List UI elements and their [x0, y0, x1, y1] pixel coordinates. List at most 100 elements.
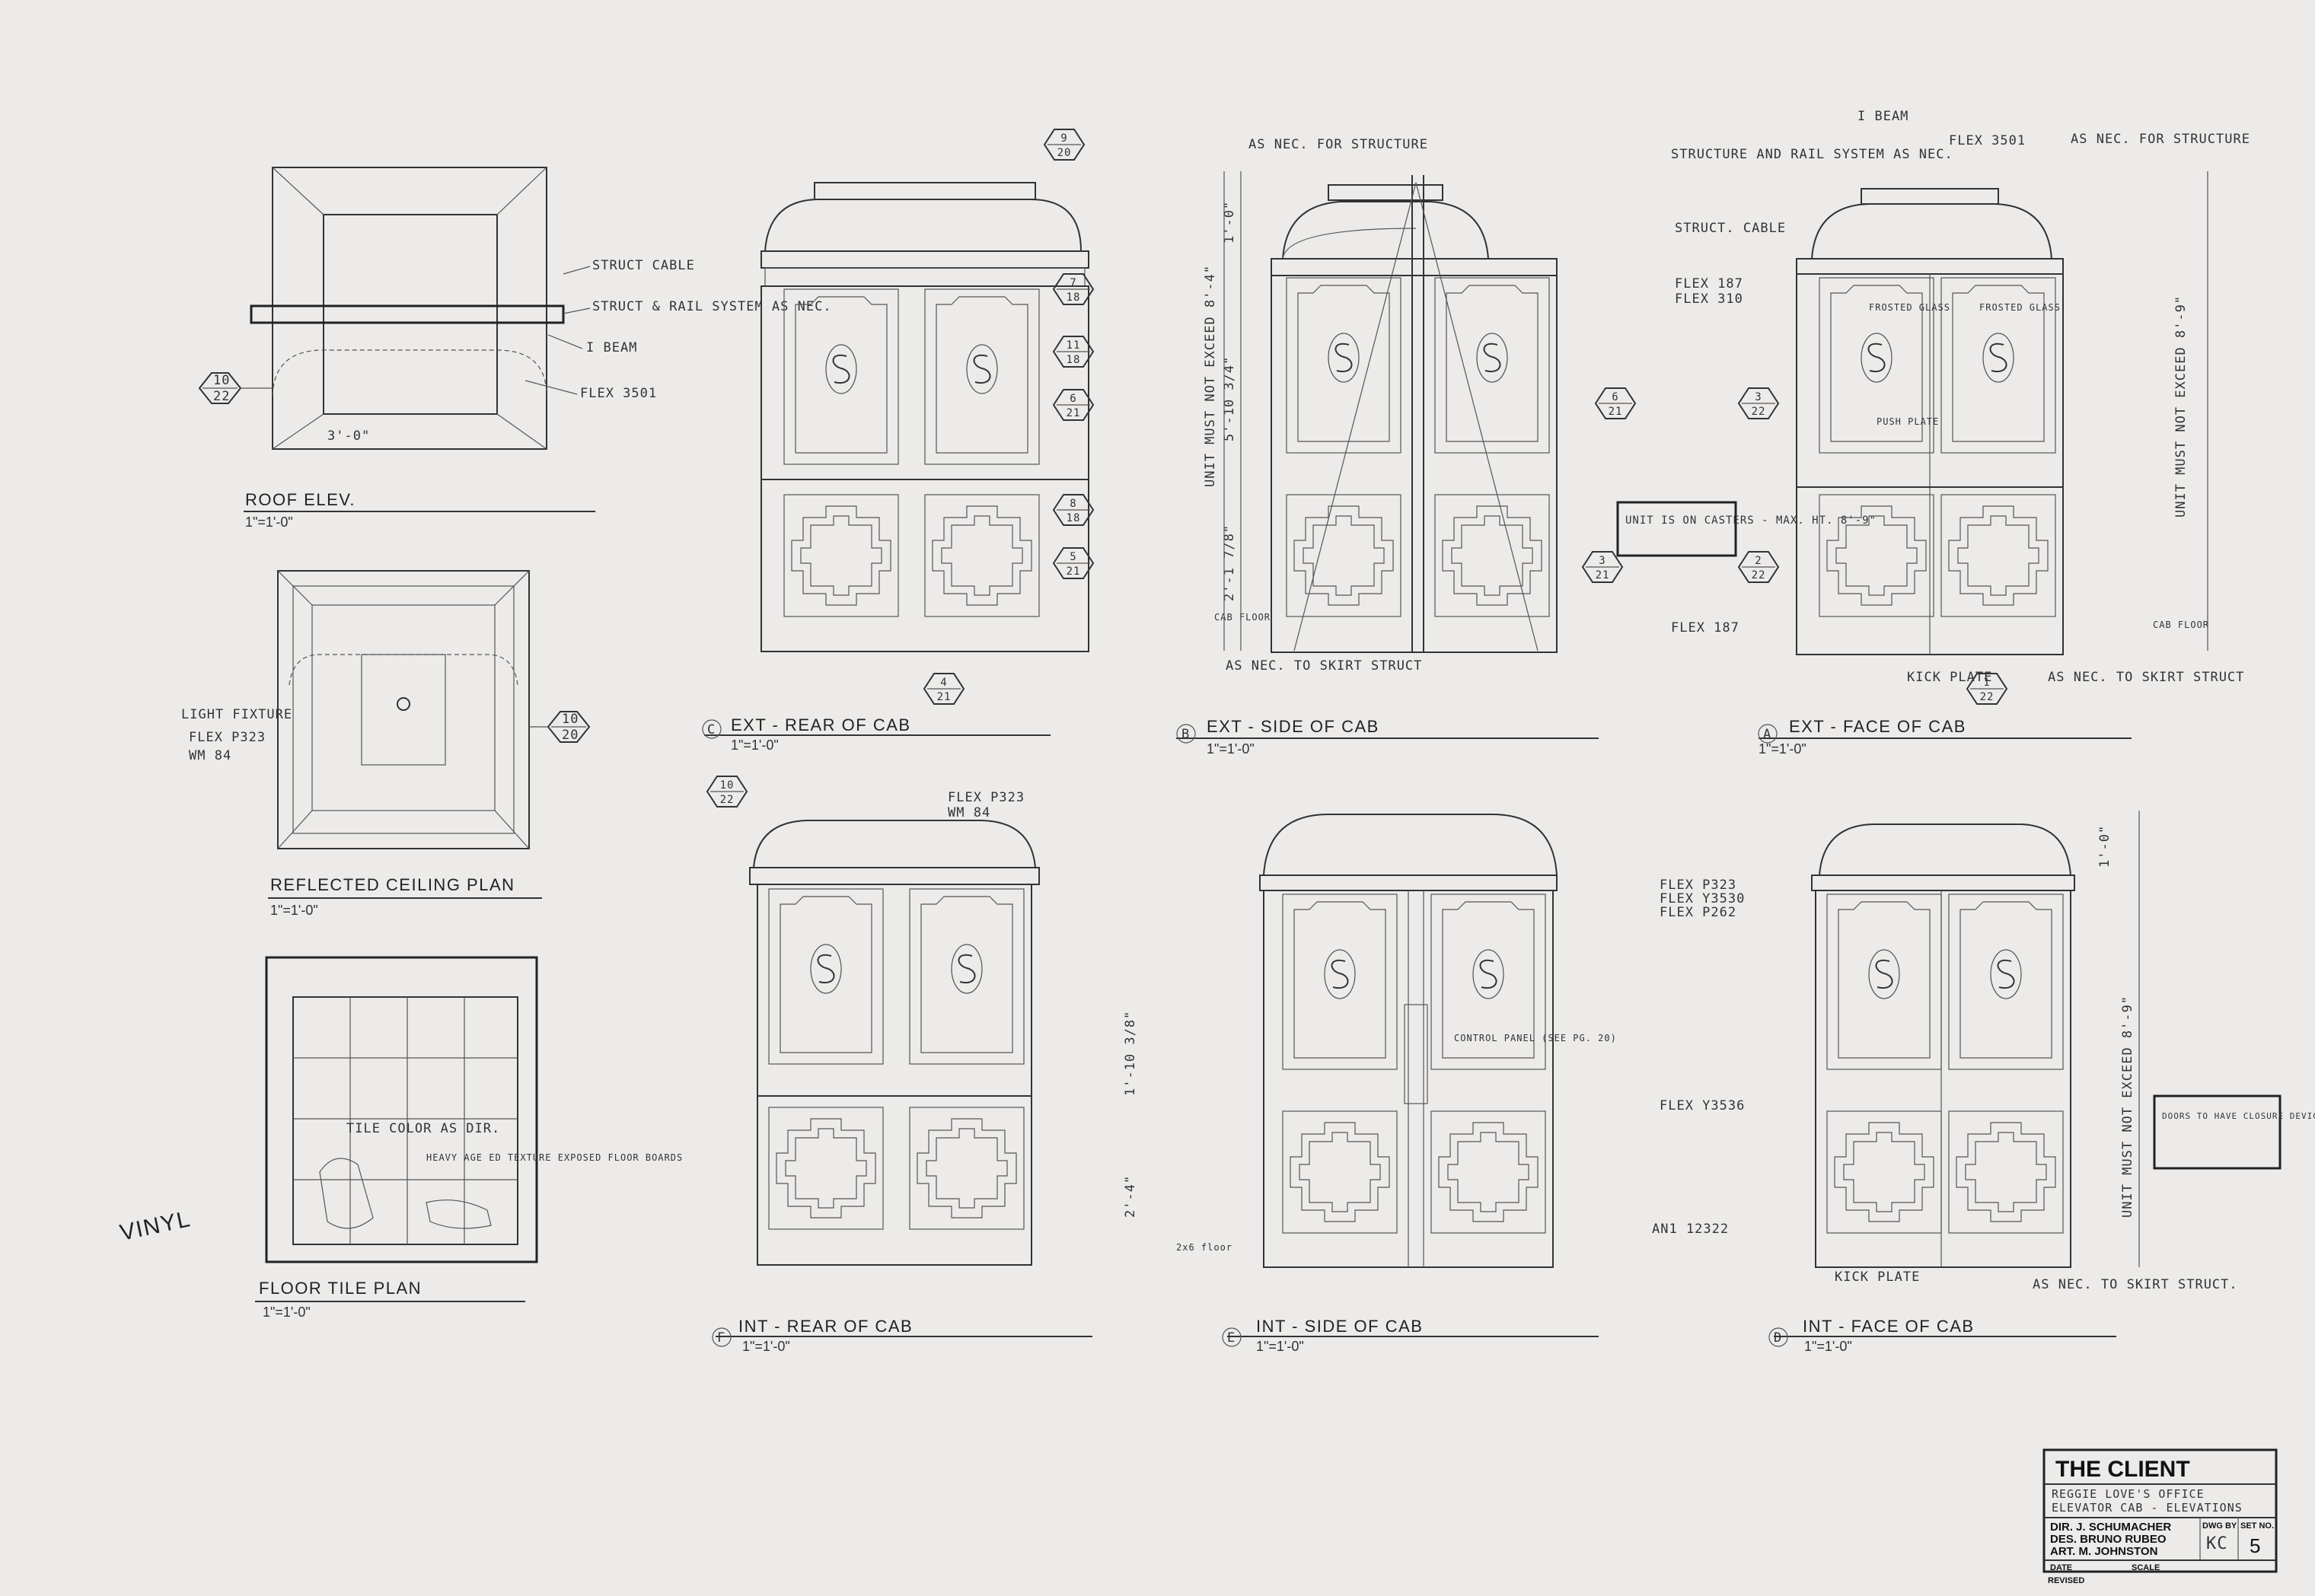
svg-text:D: D: [1774, 1330, 1782, 1346]
ext-side-label-rail: STRUCTURE AND RAIL SYSTEM AS NEC.: [1671, 147, 1953, 162]
svg-text:5: 5: [1070, 551, 1076, 563]
ceiling-scale: 1"=1'-0": [270, 903, 318, 918]
ceiling-label-flex: FLEX P323: [189, 730, 266, 745]
ext-face-label-structure: AS NEC. FOR STRUCTURE: [2071, 132, 2250, 147]
ext-side-label-skirt: AS NEC. TO SKIRT STRUCT: [1226, 658, 1422, 674]
svg-text:1: 1: [1983, 677, 1990, 689]
ext-face-scale: 1"=1'-0": [1759, 741, 1806, 757]
svg-text:10: 10: [720, 779, 735, 792]
svg-text:2: 2: [1755, 555, 1762, 567]
title-block: THE CLIENT REGGIE LOVE'S OFFICE ELEVATOR…: [2042, 1448, 2278, 1585]
int-side-label-y3536: FLEX Y3536: [1660, 1098, 1745, 1113]
detail-callout: 621: [1052, 389, 1095, 421]
svg-text:E: E: [1227, 1330, 1236, 1346]
ext-side-label-flex187b: FLEX 187: [1671, 620, 1739, 636]
ext-side-label-cab-floor: CAB FLOOR: [1214, 612, 1271, 623]
detail-callout: 321: [1581, 551, 1624, 583]
svg-text:9: 9: [1060, 132, 1067, 145]
svg-text:22: 22: [1752, 569, 1766, 581]
title-block-art: ART. M. JOHNSTON: [2050, 1545, 2157, 1558]
detail-callouts: 9207181118621818521421621321322222122102…: [706, 129, 2008, 808]
svg-text:21: 21: [1067, 407, 1081, 419]
doors-note: DOORS TO HAVE CLOSURE DEVICE OR SELF CLO…: [2153, 1094, 2315, 1170]
ceiling-label-light: LIGHT FIXTURE: [181, 707, 292, 722]
vinyl-note: VINYL: [118, 1206, 193, 1246]
svg-text:B: B: [1181, 727, 1190, 742]
title-block-company: THE CLIENT: [2055, 1457, 2190, 1482]
ceiling-title: REFLECTED CEILING PLAN: [270, 875, 515, 894]
svg-text:DOORS TO HAVE CLOSURE DEVICE O: DOORS TO HAVE CLOSURE DEVICE OR SELF CLO…: [2162, 1111, 2315, 1121]
ceiling-label-wm: WM 84: [189, 748, 231, 763]
title-block-dir: DIR. J. SCHUMACHER: [2050, 1521, 2171, 1534]
int-rear-of-cab-view: FLEX P323 WM 84 INT - REAR OF CAB 1"=1'-…: [712, 790, 1092, 1354]
ext-side-of-cab-view: AS NEC. FOR STRUCTURE STRUCTURE AND RAIL…: [1176, 137, 1953, 757]
floor-scale: 1"=1'-0": [263, 1305, 311, 1320]
svg-text:22: 22: [213, 389, 230, 404]
detail-callout: 521: [1052, 547, 1095, 579]
int-side-dim-upper: 1'-10 3/8": [1123, 1011, 1138, 1096]
int-side-scale: 1"=1'-0": [1256, 1339, 1304, 1354]
int-side-label-floor: 2x6 floor: [1176, 1242, 1232, 1253]
floor-label-tile: TILE COLOR AS DIR.: [346, 1121, 500, 1136]
ext-side-label-structure: AS NEC. FOR STRUCTURE: [1248, 137, 1428, 152]
detail-callout: 122: [1966, 673, 2008, 705]
title-block-dwg-by: KC: [2206, 1534, 2228, 1553]
svg-text:3: 3: [1599, 555, 1606, 567]
int-side-dim-lower: 2'-4": [1123, 1175, 1138, 1218]
ext-side-title: EXT - SIDE OF CAB: [1207, 717, 1379, 736]
ext-side-dim-height: UNIT MUST NOT EXCEED 8'-4": [1203, 265, 1218, 487]
detail-callout: 421: [923, 673, 965, 705]
int-side-label-p262: FLEX P262: [1660, 905, 1736, 920]
ext-rear-scale: 1"=1'-0": [731, 737, 779, 753]
title-block-line1: REGGIE LOVE'S OFFICE: [2052, 1487, 2205, 1501]
title-block-scale-label: SCALE: [2132, 1563, 2160, 1572]
svg-text:21: 21: [937, 691, 952, 703]
svg-text:11: 11: [1067, 339, 1081, 352]
int-rear-label-wm: WM 84: [948, 805, 990, 820]
detail-callout: 718: [1052, 273, 1095, 305]
roof-dim: 3'-0": [327, 428, 370, 444]
ext-face-label-kick: KICK PLATE: [1907, 670, 1992, 685]
title-block-set-no: 5: [2250, 1534, 2260, 1557]
int-side-label-an1: AN1 12322: [1652, 1222, 1729, 1237]
title-block-revised-label: REVISED: [2048, 1576, 2084, 1585]
detail-callout: 818: [1052, 494, 1095, 526]
casters-note: UNIT IS ON CASTERS - MAX. HT. 8'-9": [1616, 501, 1877, 557]
title-block-set-no-label: SET NO.: [2240, 1521, 2274, 1531]
floor-title: FLOOR TILE PLAN: [259, 1279, 422, 1298]
svg-text:21: 21: [1596, 569, 1610, 581]
int-face-label-kick: KICK PLATE: [1835, 1269, 1920, 1285]
svg-text:6: 6: [1612, 391, 1618, 403]
int-face-scale: 1"=1'-0": [1804, 1339, 1852, 1354]
title-block-dwg-by-label: DWG BY: [2202, 1521, 2237, 1531]
reflected-ceiling-plan-view: LIGHT FIXTURE FLEX P323 WM 84 10 20 REFL…: [181, 570, 591, 918]
int-side-label-y3530: FLEX Y3530: [1660, 891, 1745, 906]
ext-face-label-cab-floor: CAB FLOOR: [2153, 620, 2209, 630]
title-block-date-label: DATE: [2050, 1563, 2072, 1572]
int-side-of-cab-view: FLEX P323 FLEX Y3530 FLEX P262 CONTROL P…: [1123, 814, 1745, 1354]
svg-text:UNIT IS ON CASTERS - MAX. HT.: UNIT IS ON CASTERS - MAX. HT. 8'-9": [1625, 514, 1877, 527]
ext-side-label-flex310: FLEX 310: [1675, 291, 1743, 307]
detail-callout: 322: [1737, 387, 1780, 419]
svg-text:C: C: [707, 722, 716, 737]
int-rear-scale: 1"=1'-0": [742, 1339, 790, 1354]
ext-side-dim-lower: 2'-1 7/8": [1222, 524, 1237, 601]
ext-side-dim-top: 1'-0": [1222, 201, 1237, 244]
svg-text:22: 22: [720, 794, 735, 806]
svg-text:10: 10: [562, 712, 579, 727]
ext-rear-title: EXT - REAR OF CAB: [731, 715, 911, 734]
ext-side-label-flex187: FLEX 187: [1675, 276, 1743, 291]
ext-side-dim-upper: 5'-10 3/4": [1222, 356, 1237, 441]
int-face-title: INT - FACE OF CAB: [1803, 1317, 1975, 1336]
ext-face-label-push: PUSH PLATE: [1877, 416, 1939, 427]
svg-text:A: A: [1763, 727, 1771, 742]
ext-rear-of-cab-view: EXT - REAR OF CAB 1"=1'-0" C: [702, 182, 1089, 753]
ceiling-callout: 10 20: [529, 711, 591, 743]
floor-tile-plan-view: TILE COLOR AS DIR. HEAVY AGE ED TEXTURE …: [118, 956, 682, 1320]
roof-callout: 10 22: [198, 372, 273, 404]
roof-label-struct-cable: STRUCT CABLE: [592, 258, 695, 273]
ext-face-title: EXT - FACE OF CAB: [1789, 717, 1966, 736]
int-side-title: INT - SIDE OF CAB: [1256, 1317, 1423, 1336]
